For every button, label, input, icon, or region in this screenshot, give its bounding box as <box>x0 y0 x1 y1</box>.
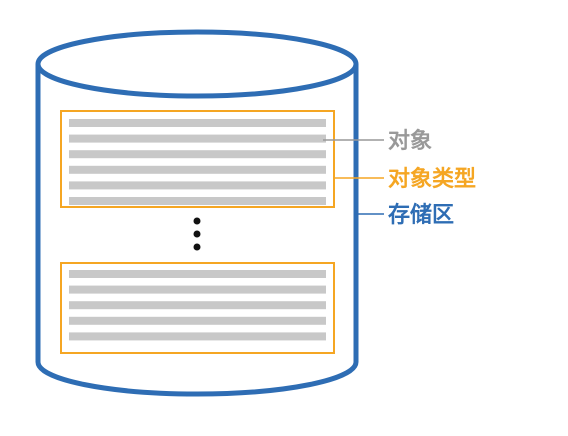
top-object-group <box>60 110 335 208</box>
ellipsis-dot <box>193 243 201 251</box>
ellipsis-dots <box>193 217 201 251</box>
object-bars <box>69 119 326 205</box>
object-bar <box>69 181 326 190</box>
object-bar <box>69 150 326 159</box>
cylinder-top-ellipse <box>35 29 359 99</box>
object-bar <box>69 285 326 294</box>
object-bar <box>69 165 326 174</box>
object-bar <box>69 270 326 278</box>
object-bar <box>69 134 326 143</box>
ellipsis-dot <box>193 230 201 238</box>
storage-area-label: 存储区 <box>388 202 454 228</box>
object-bar <box>69 332 326 341</box>
bottom-object-group <box>60 262 335 354</box>
object-type-label: 对象类型 <box>388 166 476 192</box>
object-label: 对象 <box>388 128 432 154</box>
object-bar <box>69 197 326 205</box>
ellipsis-dot <box>193 217 201 225</box>
object-bar <box>69 301 326 310</box>
object-bar <box>69 316 326 325</box>
object-bars <box>69 270 326 341</box>
object-bar <box>69 119 326 127</box>
